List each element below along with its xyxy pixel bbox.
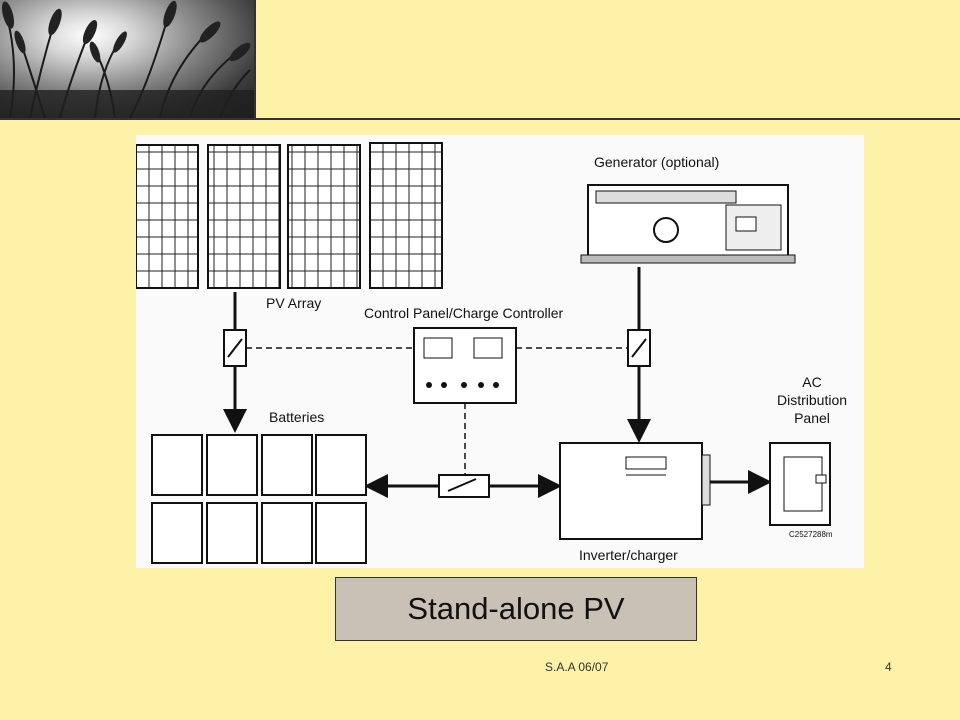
control-panel-label: Control Panel/Charge Controller xyxy=(364,305,564,321)
header-wheat-photo xyxy=(0,0,256,118)
stand-alone-pv-diagram: PV Array Generator (optional) Control Pa… xyxy=(135,135,864,568)
figure-code: C2527288m xyxy=(789,530,833,539)
generator xyxy=(580,184,796,264)
pv-disconnect-switch xyxy=(223,329,247,367)
ac-panel-label-line3: Panel xyxy=(794,410,830,426)
generator-label: Generator (optional) xyxy=(594,154,719,170)
inverter-charger xyxy=(559,442,711,540)
footer-text: S.A.A 06/07 xyxy=(545,660,609,674)
caption-text: Stand-alone PV xyxy=(407,591,625,626)
slide-number: 4 xyxy=(885,660,892,674)
battery-disconnect-switch xyxy=(438,474,490,498)
ac-panel-label-line2: Distribution xyxy=(777,392,847,408)
inverter-label: Inverter/charger xyxy=(579,547,678,563)
ac-distribution-panel xyxy=(769,442,831,526)
batteries-label: Batteries xyxy=(269,409,324,425)
header-divider xyxy=(0,118,960,120)
power-wiring xyxy=(223,267,772,498)
pv-array-label: PV Array xyxy=(266,295,321,311)
caption-box: Stand-alone PV xyxy=(335,577,697,641)
system-schematic: PV Array Generator (optional) Control Pa… xyxy=(135,142,847,564)
wheat-field-image xyxy=(0,0,254,118)
ac-panel-label-line1: AC xyxy=(802,374,821,390)
pv-array xyxy=(135,142,443,289)
control-wiring xyxy=(246,347,628,475)
battery-bank xyxy=(151,434,367,564)
control-panel xyxy=(413,327,517,404)
generator-disconnect-switch xyxy=(627,329,651,367)
